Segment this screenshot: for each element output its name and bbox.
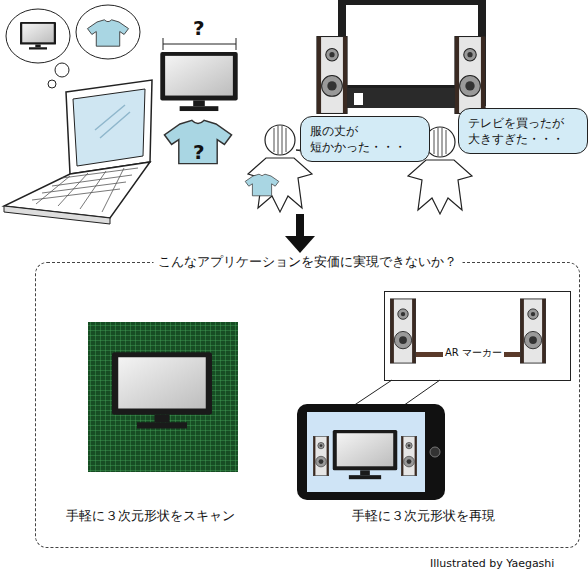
down-arrow — [285, 214, 315, 253]
tablet-part — [307, 412, 425, 492]
node-text: テレビを買ったが 大きすぎた・・・ — [468, 115, 578, 147]
down-arrow-part — [296, 214, 304, 238]
thought-bubbles-part — [48, 80, 56, 88]
tablet-part — [313, 436, 328, 475]
unknown-size-mark: ? — [193, 16, 205, 40]
tv-with-unknown-size-part — [163, 38, 164, 50]
home-theater-part — [354, 93, 363, 105]
tablet-part — [333, 430, 398, 479]
home-theater — [317, 0, 486, 113]
tablet-part — [401, 436, 416, 475]
thought-bubbles-part — [55, 63, 69, 77]
ar-callout-contents — [350, 299, 546, 408]
ar-callout-contents-part — [390, 299, 415, 363]
ar-callout-box: AR マーカー — [384, 291, 571, 381]
caption-text: 手軽に３次元形状をスキャン — [66, 507, 235, 525]
scanner-grid — [88, 322, 238, 472]
speech-bubble: テレビを買ったが 大きすぎた・・・ — [458, 108, 588, 154]
thought-bubbles-part — [76, 5, 140, 59]
tablet — [297, 404, 445, 500]
people-part — [265, 125, 295, 155]
laptop-part — [95, 105, 130, 138]
thought-bubbles-part — [87, 20, 128, 46]
laptop-part — [32, 168, 138, 212]
home-theater-part — [317, 37, 347, 114]
tv-with-unknown-size-part — [164, 120, 231, 163]
tv-with-unknown-size-part — [160, 52, 237, 111]
dashed-region: こんなアプリケーションを安価に実現できないか？AR マーカー — [35, 262, 580, 548]
laptop-part — [4, 206, 110, 224]
speech-bubble: 服の丈が 短かかった・・・ — [300, 116, 430, 162]
tablet-part — [297, 404, 445, 500]
people-part — [274, 126, 286, 154]
thought-bubbles-part — [6, 9, 70, 63]
node-text: 服の丈が 短かかった・・・ — [310, 123, 420, 155]
laptop-part — [73, 89, 145, 166]
tv-with-unknown-size — [160, 38, 237, 164]
credit-text: Illustrated by Yaegashi — [430, 557, 554, 570]
tv-with-unknown-size-part — [163, 44, 236, 45]
ar-callout-contents-part — [350, 380, 392, 408]
region-heading: こんなアプリケーションを安価に実現できないか？ — [153, 254, 462, 270]
ar-callout-contents-part — [520, 299, 545, 363]
thought-bubbles — [6, 5, 140, 88]
tablet-part — [430, 447, 440, 457]
laptop-part — [66, 80, 152, 174]
caption-text: 手軽に３次元形状を再現 — [352, 507, 495, 525]
scanner-grid-part — [112, 352, 212, 428]
home-theater-part — [455, 37, 485, 114]
people-part — [245, 174, 279, 196]
laptop — [4, 80, 152, 224]
people-part — [408, 160, 472, 214]
node-text: AR マーカー — [443, 346, 504, 360]
down-arrow-part — [285, 236, 315, 253]
ar-callout-contents-part — [400, 380, 440, 408]
tv-with-unknown-size-part — [236, 38, 237, 50]
unknown-size-mark: ? — [193, 140, 205, 164]
people-part — [434, 128, 446, 156]
thought-bubbles-part — [20, 22, 56, 49]
scanner-grid-part — [88, 322, 238, 472]
